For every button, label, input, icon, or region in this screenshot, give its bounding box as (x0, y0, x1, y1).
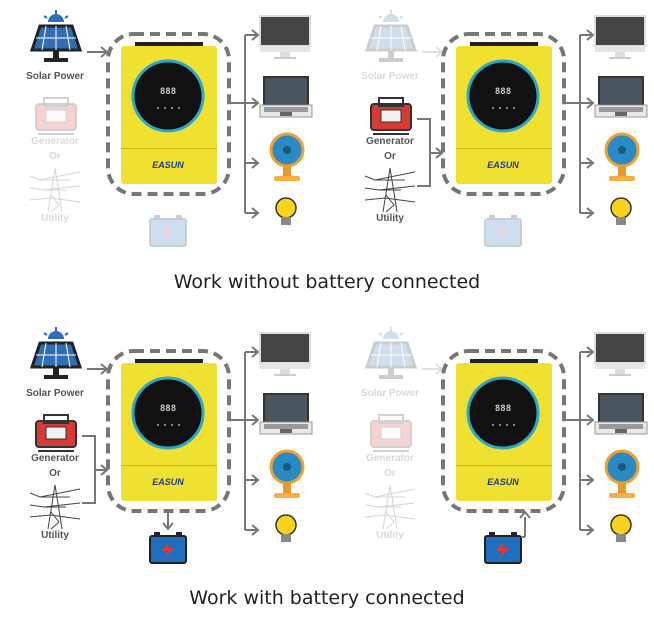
caption-with-battery: Work with battery connected (189, 587, 465, 609)
svg-text:888: 888 (160, 87, 176, 97)
inverter-icon: 888 EASUN (121, 42, 217, 184)
solar-power-label: Solar Power (361, 388, 419, 399)
generator-icon (370, 97, 412, 135)
solar-power-label: Solar Power (26, 71, 84, 82)
solar-input-arrow (87, 46, 109, 58)
utility-tower-icon (364, 484, 416, 530)
monitor-icon (594, 332, 646, 376)
solar-panel-icon (29, 327, 83, 379)
brand-logo: EASUN (487, 477, 519, 487)
light-bulb-icon (610, 514, 632, 542)
brand-logo: EASUN (152, 160, 184, 170)
solar-panel-icon (29, 10, 83, 62)
inverter-dashed-boundary (106, 32, 231, 196)
output-arrows (564, 346, 595, 536)
generator-label: Generator (31, 453, 79, 464)
caption-without-battery: Work without battery connected (173, 271, 481, 293)
inverter-dashed-boundary (441, 349, 566, 513)
svg-text:888: 888 (495, 404, 511, 414)
solar-panel-icon (364, 327, 418, 379)
utility-label: Utility (376, 213, 404, 224)
utility-label: Utility (376, 530, 404, 541)
monitor-icon (259, 15, 311, 59)
fan-icon (604, 449, 640, 498)
light-bulb-icon (610, 197, 632, 225)
output-arrows (564, 29, 595, 219)
laptop-icon (594, 76, 648, 118)
light-bulb-icon (275, 514, 297, 542)
inverter-icon: 888 EASUN (121, 359, 217, 501)
utility-label: Utility (41, 530, 69, 541)
output-arrows (229, 29, 260, 219)
grid-input-bracket (417, 118, 444, 187)
generator-label: Generator (366, 453, 414, 464)
laptop-icon (259, 393, 313, 435)
grid-input-bracket (82, 435, 109, 504)
generator-label: Generator (31, 136, 79, 147)
inverter-icon: 888 EASUN (456, 359, 552, 501)
or-label: Or (49, 151, 61, 162)
utility-tower-icon (29, 484, 81, 530)
output-arrows (229, 346, 260, 536)
laptop-icon (594, 393, 648, 435)
solar-input-arrow (422, 46, 444, 58)
monitor-icon (259, 332, 311, 376)
battery-discharge-arrow (519, 510, 531, 538)
battery-charge-arrow (162, 511, 174, 531)
battery-icon (484, 532, 522, 564)
or-label: Or (384, 468, 396, 479)
brand-logo: EASUN (487, 160, 519, 170)
fan-icon (269, 449, 305, 498)
utility-tower-icon (364, 167, 416, 213)
generator-label: Generator (366, 136, 414, 147)
utility-label: Utility (41, 213, 69, 224)
monitor-icon (594, 15, 646, 59)
or-label: Or (384, 151, 396, 162)
laptop-icon (259, 76, 313, 118)
generator-icon (370, 414, 412, 452)
inverter-icon: 888 EASUN (456, 42, 552, 184)
battery-icon (149, 532, 187, 564)
light-bulb-icon (275, 197, 297, 225)
generator-icon (35, 97, 77, 135)
fan-icon (269, 132, 305, 181)
solar-panel-icon (364, 10, 418, 62)
panel-graphics: 888 EASUN (29, 327, 313, 564)
generator-icon (35, 414, 77, 452)
brand-logo: EASUN (152, 477, 184, 487)
solar-input-arrow (87, 363, 109, 375)
battery-icon (149, 215, 187, 247)
solar-power-label: Solar Power (26, 388, 84, 399)
utility-tower-icon (29, 167, 81, 213)
or-label: Or (49, 468, 61, 479)
fan-icon (604, 132, 640, 181)
solar-power-label: Solar Power (361, 71, 419, 82)
panel-graphics: 888 EASUN (364, 10, 648, 247)
battery-icon (484, 215, 522, 247)
svg-text:888: 888 (160, 404, 176, 414)
panel-graphics: 888 EASUN (29, 10, 313, 247)
solar-input-arrow (422, 363, 444, 375)
svg-text:888: 888 (495, 87, 511, 97)
inverter-dashed-boundary (441, 32, 566, 196)
panel-graphics: 888 EASUN (364, 327, 648, 564)
